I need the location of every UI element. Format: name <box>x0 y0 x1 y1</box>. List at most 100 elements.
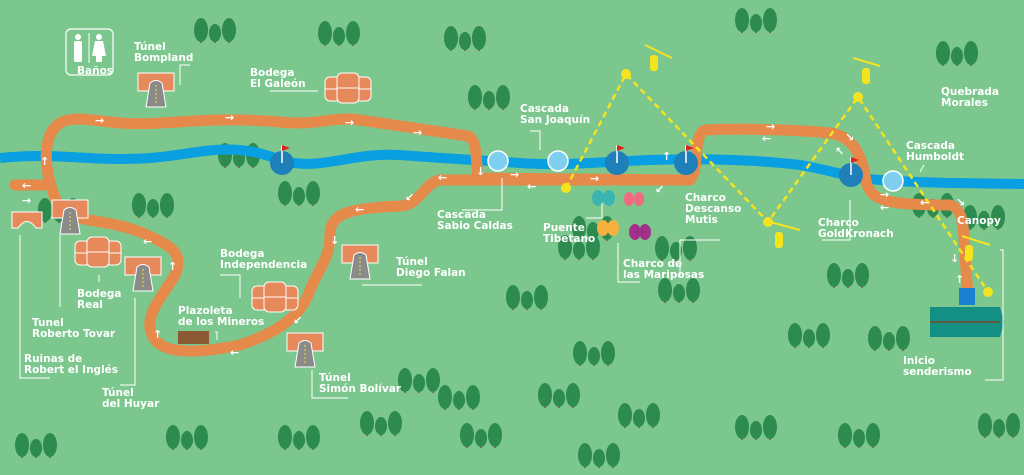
tree-icon <box>438 385 480 410</box>
pool-flag-icons <box>270 145 863 187</box>
tunnel-icons <box>11 72 379 368</box>
tree-icon <box>578 443 620 468</box>
tree-icon <box>506 285 548 310</box>
tree-icon <box>15 433 57 458</box>
ruins-arch-icon <box>11 211 43 229</box>
svg-text:→: → <box>590 172 599 185</box>
svg-text:↙: ↙ <box>293 314 302 327</box>
label-canopy: Canopy <box>957 215 1001 227</box>
tree-icon <box>868 326 910 351</box>
butterfly-icons <box>592 190 651 240</box>
tree-icon <box>132 193 174 218</box>
svg-text:←: ← <box>355 203 364 216</box>
tree-icon <box>360 411 402 436</box>
svg-text:→: → <box>880 188 889 201</box>
tree-icon <box>735 415 777 440</box>
tree-icon <box>460 423 502 448</box>
label-leader-lines <box>19 64 1004 399</box>
svg-text:→: → <box>225 111 234 124</box>
svg-text:↙: ↙ <box>405 191 414 204</box>
plazoleta-icon <box>178 331 209 344</box>
svg-text:↖: ↖ <box>835 145 844 158</box>
svg-text:←: ← <box>920 196 929 209</box>
restroom-sign: Baños <box>65 28 114 77</box>
svg-text:↘: ↘ <box>845 131 854 144</box>
waterfall-icons <box>487 150 904 192</box>
tree-icon <box>468 85 510 110</box>
tree-icon <box>278 425 320 450</box>
tunnel-icon <box>137 72 175 108</box>
tree-icon <box>618 403 660 428</box>
tree-icon <box>658 278 700 303</box>
tree-icon <box>788 323 830 348</box>
svg-text:↓: ↓ <box>476 165 485 178</box>
tunnel-icon <box>341 244 379 280</box>
svg-text:←: ← <box>762 132 771 145</box>
svg-text:→: → <box>95 114 104 127</box>
tree-icon <box>936 41 978 66</box>
tree-icon <box>538 383 580 408</box>
svg-text:↙: ↙ <box>655 183 664 196</box>
tree-icon <box>735 8 777 33</box>
svg-text:←: ← <box>230 346 239 359</box>
direction-arrows: →→→→ ←→←↑ ↑↑←↙ ←↙←↓ ←→→↙ →←↘↖ →←←↘ ↓↑↓↑ <box>22 111 965 359</box>
wine-cellar-icons <box>74 72 372 313</box>
barrel-icon <box>251 281 299 313</box>
tree-icon <box>655 236 697 261</box>
tree-icon <box>978 413 1020 438</box>
barrel-icon <box>324 72 372 104</box>
tree-icon <box>318 21 360 46</box>
svg-text:↑: ↑ <box>955 273 964 286</box>
svg-text:→: → <box>22 194 31 207</box>
svg-text:↑: ↑ <box>662 150 671 163</box>
svg-text:→: → <box>510 168 519 181</box>
svg-text:↘: ↘ <box>956 196 965 209</box>
label-banos: Baños <box>77 65 113 77</box>
svg-text:↓: ↓ <box>950 252 959 265</box>
barrel-icon <box>74 236 122 268</box>
tree-icon <box>278 181 320 206</box>
tree-icon <box>194 18 236 43</box>
svg-text:↑: ↑ <box>168 260 177 273</box>
tree-icon <box>838 423 880 448</box>
restroom-icon <box>74 34 106 62</box>
svg-text:←: ← <box>438 171 447 184</box>
svg-text:↑: ↑ <box>153 328 162 341</box>
svg-text:←: ← <box>143 235 152 248</box>
svg-text:↓: ↓ <box>330 234 339 247</box>
tunnel-icon <box>286 332 324 368</box>
tree-icon <box>827 263 869 288</box>
tree-icon <box>963 205 1005 230</box>
svg-text:←: ← <box>22 179 31 192</box>
zipline-points <box>561 69 993 297</box>
tree-icon <box>558 235 600 260</box>
svg-text:→: → <box>766 120 775 133</box>
tree-icon <box>444 26 486 51</box>
svg-text:←: ← <box>527 180 536 193</box>
svg-text:→: → <box>413 126 422 139</box>
hiking-trail <box>9 113 974 357</box>
tree-icon <box>166 425 208 450</box>
tree-icon <box>573 341 615 366</box>
